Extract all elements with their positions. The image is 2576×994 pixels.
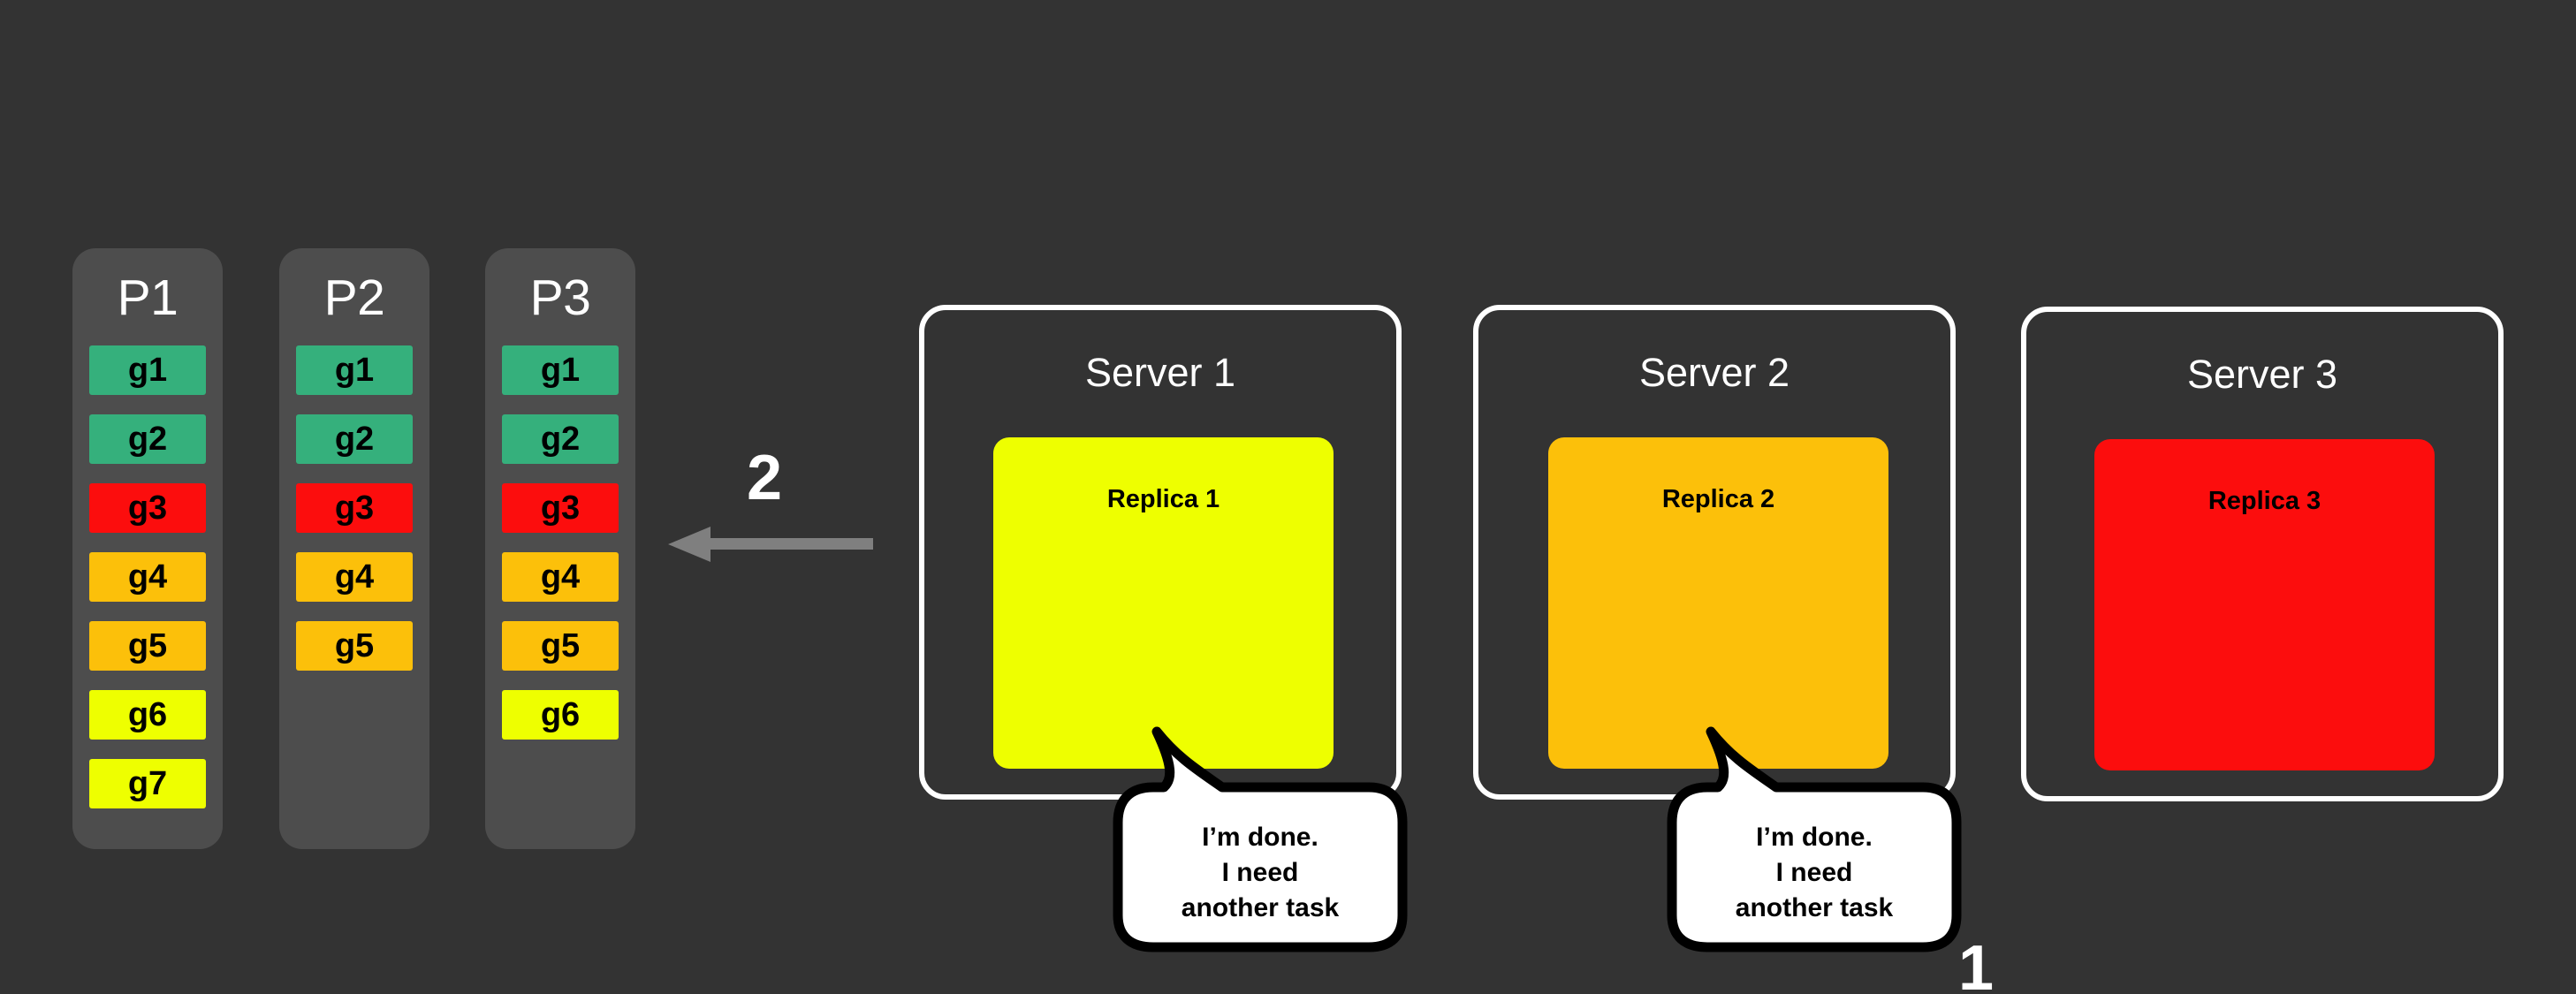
server-title: Server 1 (1084, 350, 1236, 395)
arrow-head-icon (668, 527, 710, 562)
partition-slot-label: g1 (127, 352, 168, 389)
speech-bubble-2: I’m done. I need another task (1667, 726, 1962, 952)
partition-slot: g2 (296, 414, 413, 464)
replica-box-3: Replica 3 (2094, 439, 2435, 770)
rebalance-arrow (668, 527, 873, 562)
partition-title: P2 (323, 269, 385, 326)
partition-slot: g3 (296, 483, 413, 533)
partition-slot-label: g1 (334, 352, 375, 389)
partition-slot: g5 (89, 621, 206, 671)
speech-bubble-shape (1113, 726, 1408, 952)
partition-slot: g6 (502, 690, 619, 740)
partition-slot: g3 (502, 483, 619, 533)
partition-slot-label: g3 (127, 489, 168, 527)
partition-slot: g4 (502, 552, 619, 602)
partition-slot: g5 (502, 621, 619, 671)
server-title: Server 3 (2186, 352, 2338, 397)
partition-slot-label: g6 (540, 696, 581, 733)
partition-slot-label: g4 (540, 558, 581, 596)
partition-slot: g5 (296, 621, 413, 671)
arrow-shaft (709, 538, 873, 550)
partition-slot-label: g2 (540, 421, 581, 458)
partition-slot: g1 (296, 345, 413, 395)
replica-label: Replica 3 (2207, 487, 2321, 515)
replica-box-2: Replica 2 (1548, 437, 1888, 769)
replica-label: Replica 1 (1106, 485, 1220, 513)
partition-slot: g4 (89, 552, 206, 602)
partition-title: P3 (529, 269, 591, 326)
speech-bubble-shape (1667, 726, 1962, 952)
partition-slot-label: g5 (334, 627, 375, 664)
partition-slot-label: g6 (127, 696, 168, 733)
partition-slot: g1 (502, 345, 619, 395)
partition-slot: g2 (89, 414, 206, 464)
partition-slot: g7 (89, 759, 206, 808)
partition-slot: g1 (89, 345, 206, 395)
partition-slot-label: g4 (127, 558, 168, 596)
step-marker-1: 1 (1958, 933, 1995, 994)
server-title: Server 2 (1638, 350, 1790, 395)
partition-column-p1: P1 g1 g2 g3 g4 g5 g6 g7 (72, 248, 223, 849)
partition-slot-label: g7 (127, 765, 168, 802)
partition-slot-label: g3 (334, 489, 375, 527)
partition-slot-label: g5 (540, 627, 581, 664)
step-marker-2: 2 (747, 443, 783, 513)
partition-column-p3: P3 g1 g2 g3 g4 g5 g6 (485, 248, 635, 849)
partition-column-p2: P2 g1 g2 g3 g4 g5 (279, 248, 429, 849)
partition-slot: g3 (89, 483, 206, 533)
replica-label: Replica 2 (1661, 485, 1775, 513)
speech-bubble-1: I’m done. I need another task (1113, 726, 1408, 952)
speech-bubble-text: I’m done. I need another task (1735, 823, 1894, 922)
partition-slot-label: g4 (334, 558, 375, 596)
partition-title: P1 (117, 269, 179, 326)
partition-slot: g6 (89, 690, 206, 740)
replica-box-1: Replica 1 (993, 437, 1334, 769)
partition-slot-label: g2 (334, 421, 375, 458)
partition-slot-label: g3 (540, 489, 581, 527)
partition-slot-label: g2 (127, 421, 168, 458)
speech-bubble-text: I’m done. I need another task (1181, 823, 1340, 922)
partition-slot-label: g5 (127, 627, 168, 664)
partition-slot: g4 (296, 552, 413, 602)
partition-slot-label: g1 (540, 352, 581, 389)
partition-slot: g2 (502, 414, 619, 464)
